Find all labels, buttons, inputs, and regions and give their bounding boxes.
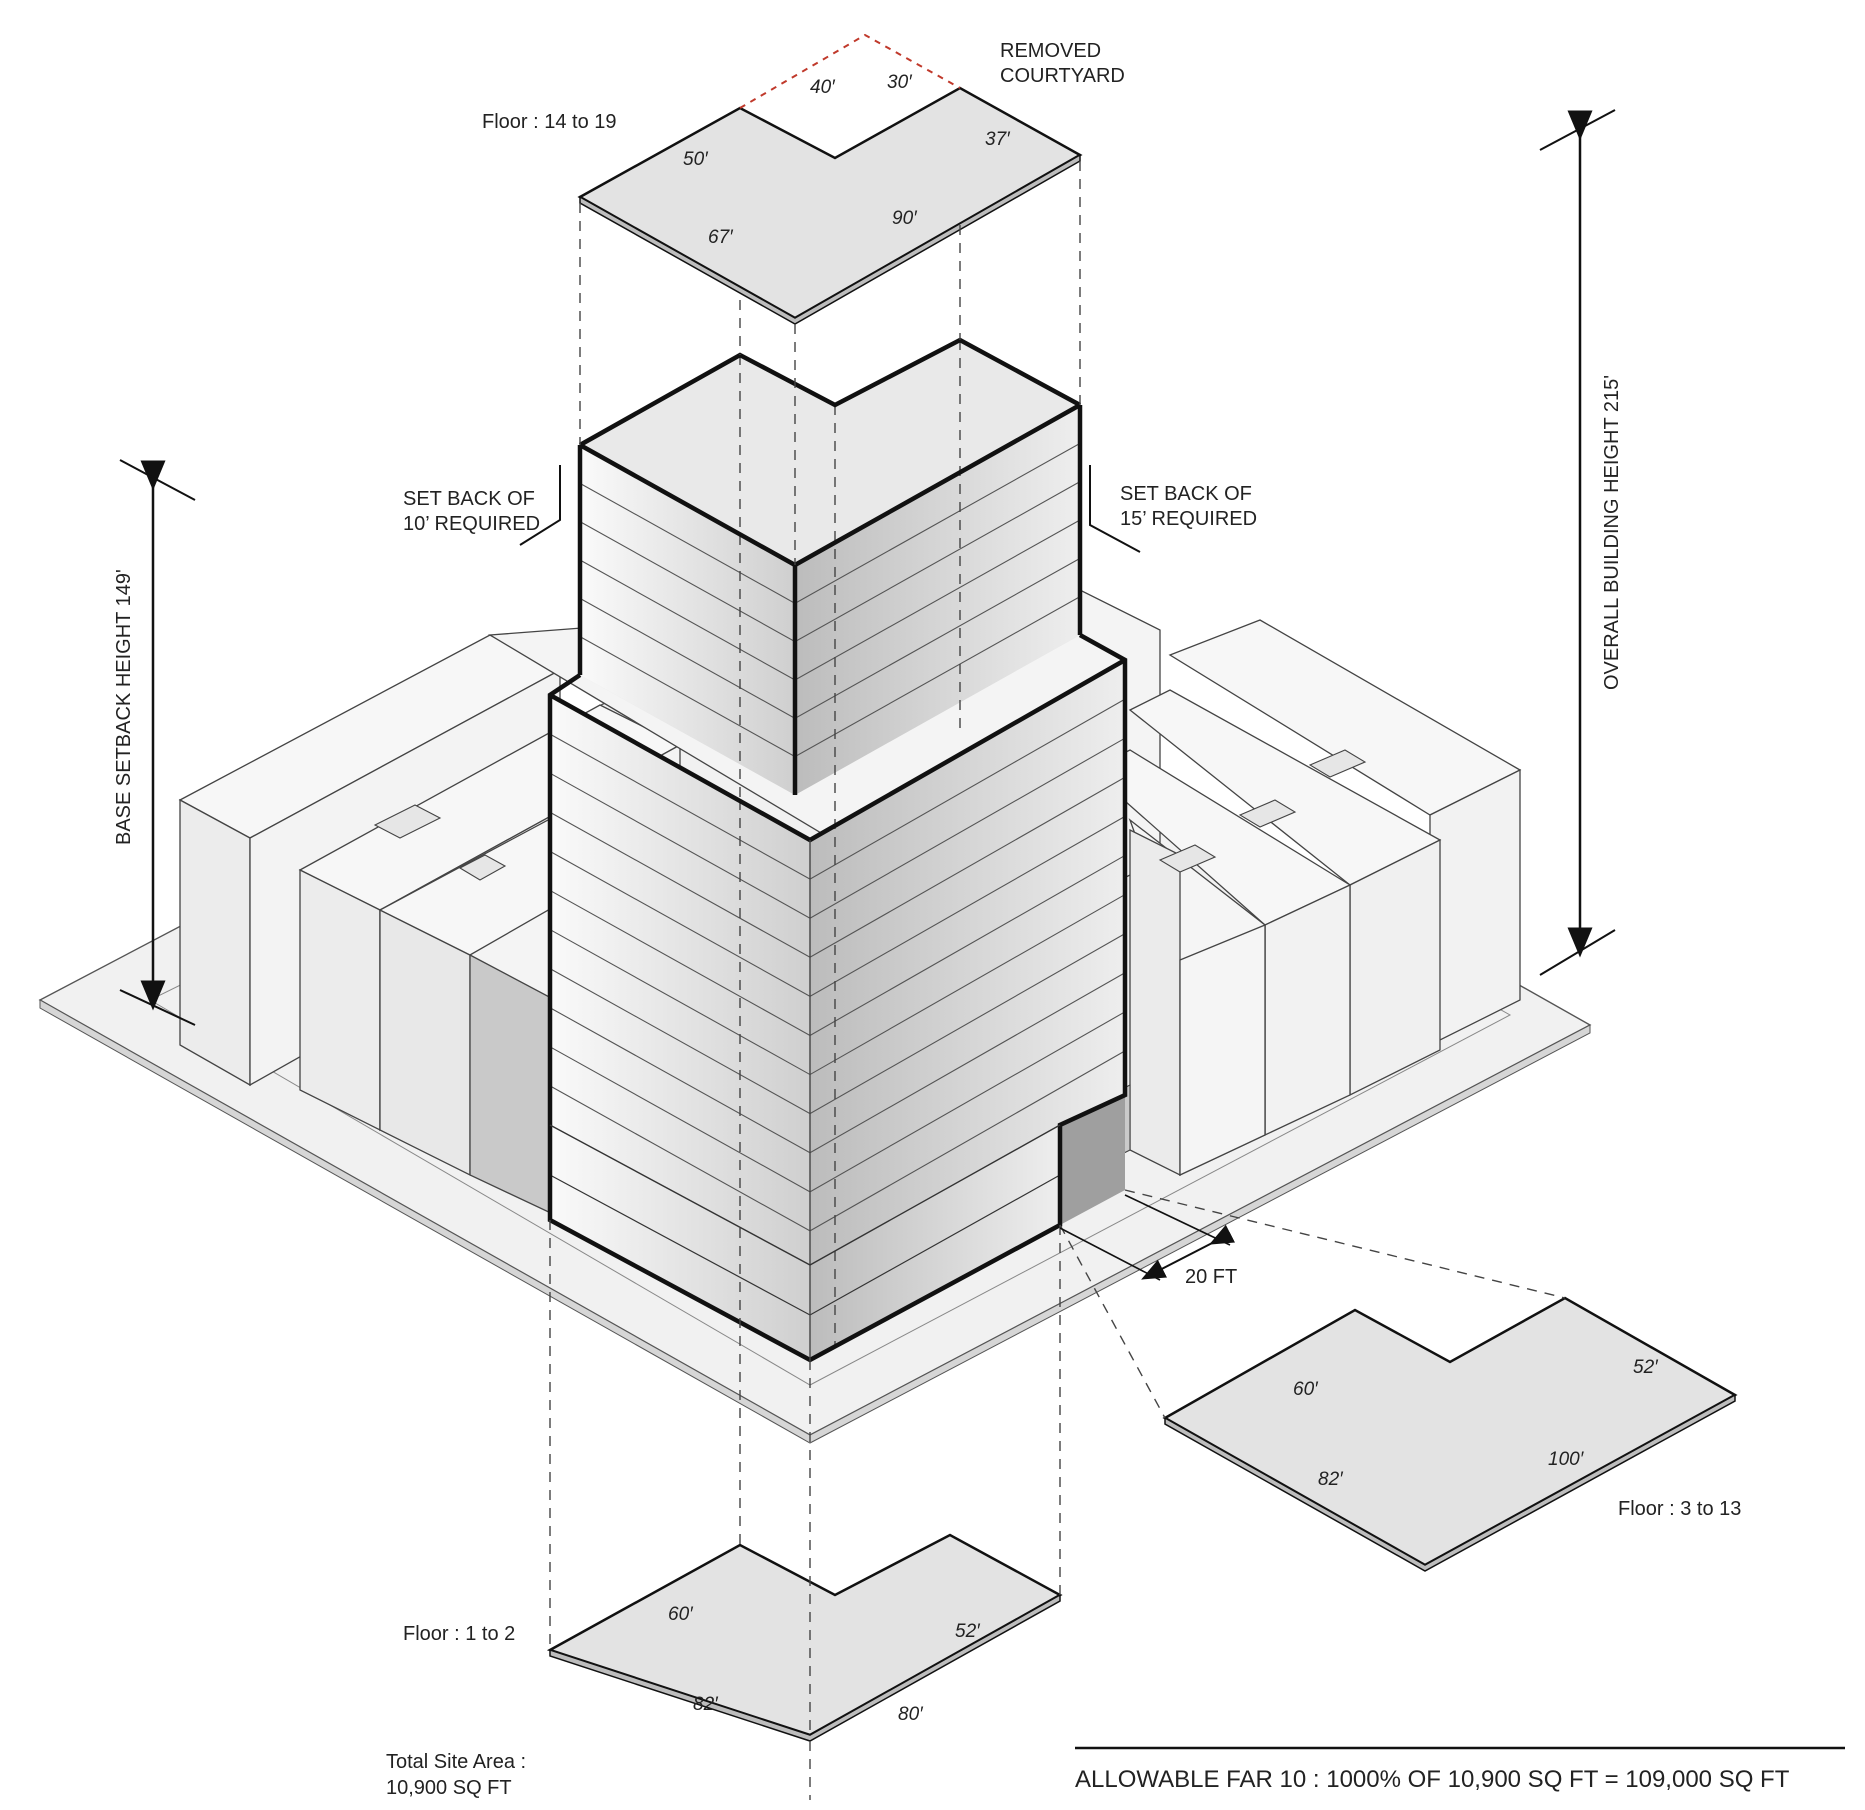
overall-height-label: OVERALL BUILDING HEIGHT 215' — [1601, 375, 1623, 690]
dim-top-40: 40′ — [810, 77, 836, 98]
dim-mid-100: 100′ — [1548, 1449, 1585, 1470]
dim-base-52: 52′ — [955, 1621, 981, 1642]
dim-mid-52: 52′ — [1633, 1357, 1659, 1378]
overall-height-dimension: OVERALL BUILDING HEIGHT 215' — [1539, 109, 1623, 976]
setback-callout-right: SET BACK OF 15’ REQUIRED — [1089, 465, 1257, 553]
frontage-label: 20 FT — [1185, 1266, 1237, 1288]
site-area-line2: 10,900 SQ FT — [386, 1777, 512, 1799]
dim-base-82: 82′ — [693, 1694, 719, 1715]
floor-top-label: Floor : 14 to 19 — [482, 111, 617, 133]
removed-courtyard-line1: REMOVED — [1000, 40, 1101, 62]
setback-right-line1: SET BACK OF — [1120, 483, 1252, 505]
setback-left-line2: 10’ REQUIRED — [403, 513, 540, 535]
dim-top-50: 50′ — [683, 149, 709, 170]
far-statement: ALLOWABLE FAR 10 : 1000% OF 10,900 SQ FT… — [1075, 1766, 1790, 1793]
dim-base-80: 80′ — [898, 1704, 924, 1725]
plate-floor-3-13 — [1059, 1189, 1738, 1572]
dim-top-30: 30′ — [887, 72, 913, 93]
tower-base-volume — [549, 1125, 1061, 1360]
floor-base-label: Floor : 1 to 2 — [403, 1623, 515, 1645]
base-height-label: BASE SETBACK HEIGHT 149' — [113, 569, 135, 845]
setback-left-line1: SET BACK OF — [403, 488, 535, 510]
dim-mid-60: 60′ — [1293, 1379, 1319, 1400]
dim-top-37: 37′ — [985, 129, 1011, 150]
dim-mid-82: 82′ — [1318, 1469, 1344, 1490]
dim-top-67: 67′ — [708, 227, 734, 248]
floor-mid-label: Floor : 3 to 13 — [1618, 1498, 1741, 1520]
tower-mid-volume — [550, 660, 1125, 1265]
tower-face-guides — [739, 340, 961, 1345]
dim-base-60: 60′ — [668, 1604, 694, 1625]
frontage-dimension: 20 FT — [1059, 1194, 1237, 1288]
site-area-line1: Total Site Area : — [386, 1751, 526, 1773]
removed-courtyard-outline — [739, 33, 961, 109]
removed-courtyard-line2: COURTYARD — [1000, 65, 1125, 87]
dim-top-90: 90′ — [892, 208, 918, 229]
plate-floor-1-2 — [546, 1210, 1063, 1800]
setback-right-line2: 15’ REQUIRED — [1120, 508, 1257, 530]
plate-floor-14-19 — [577, 33, 1083, 565]
setback-callout-left: SET BACK OF 10’ REQUIRED — [403, 465, 561, 546]
base-height-dimension: BASE SETBACK HEIGHT 149' — [113, 459, 196, 1026]
